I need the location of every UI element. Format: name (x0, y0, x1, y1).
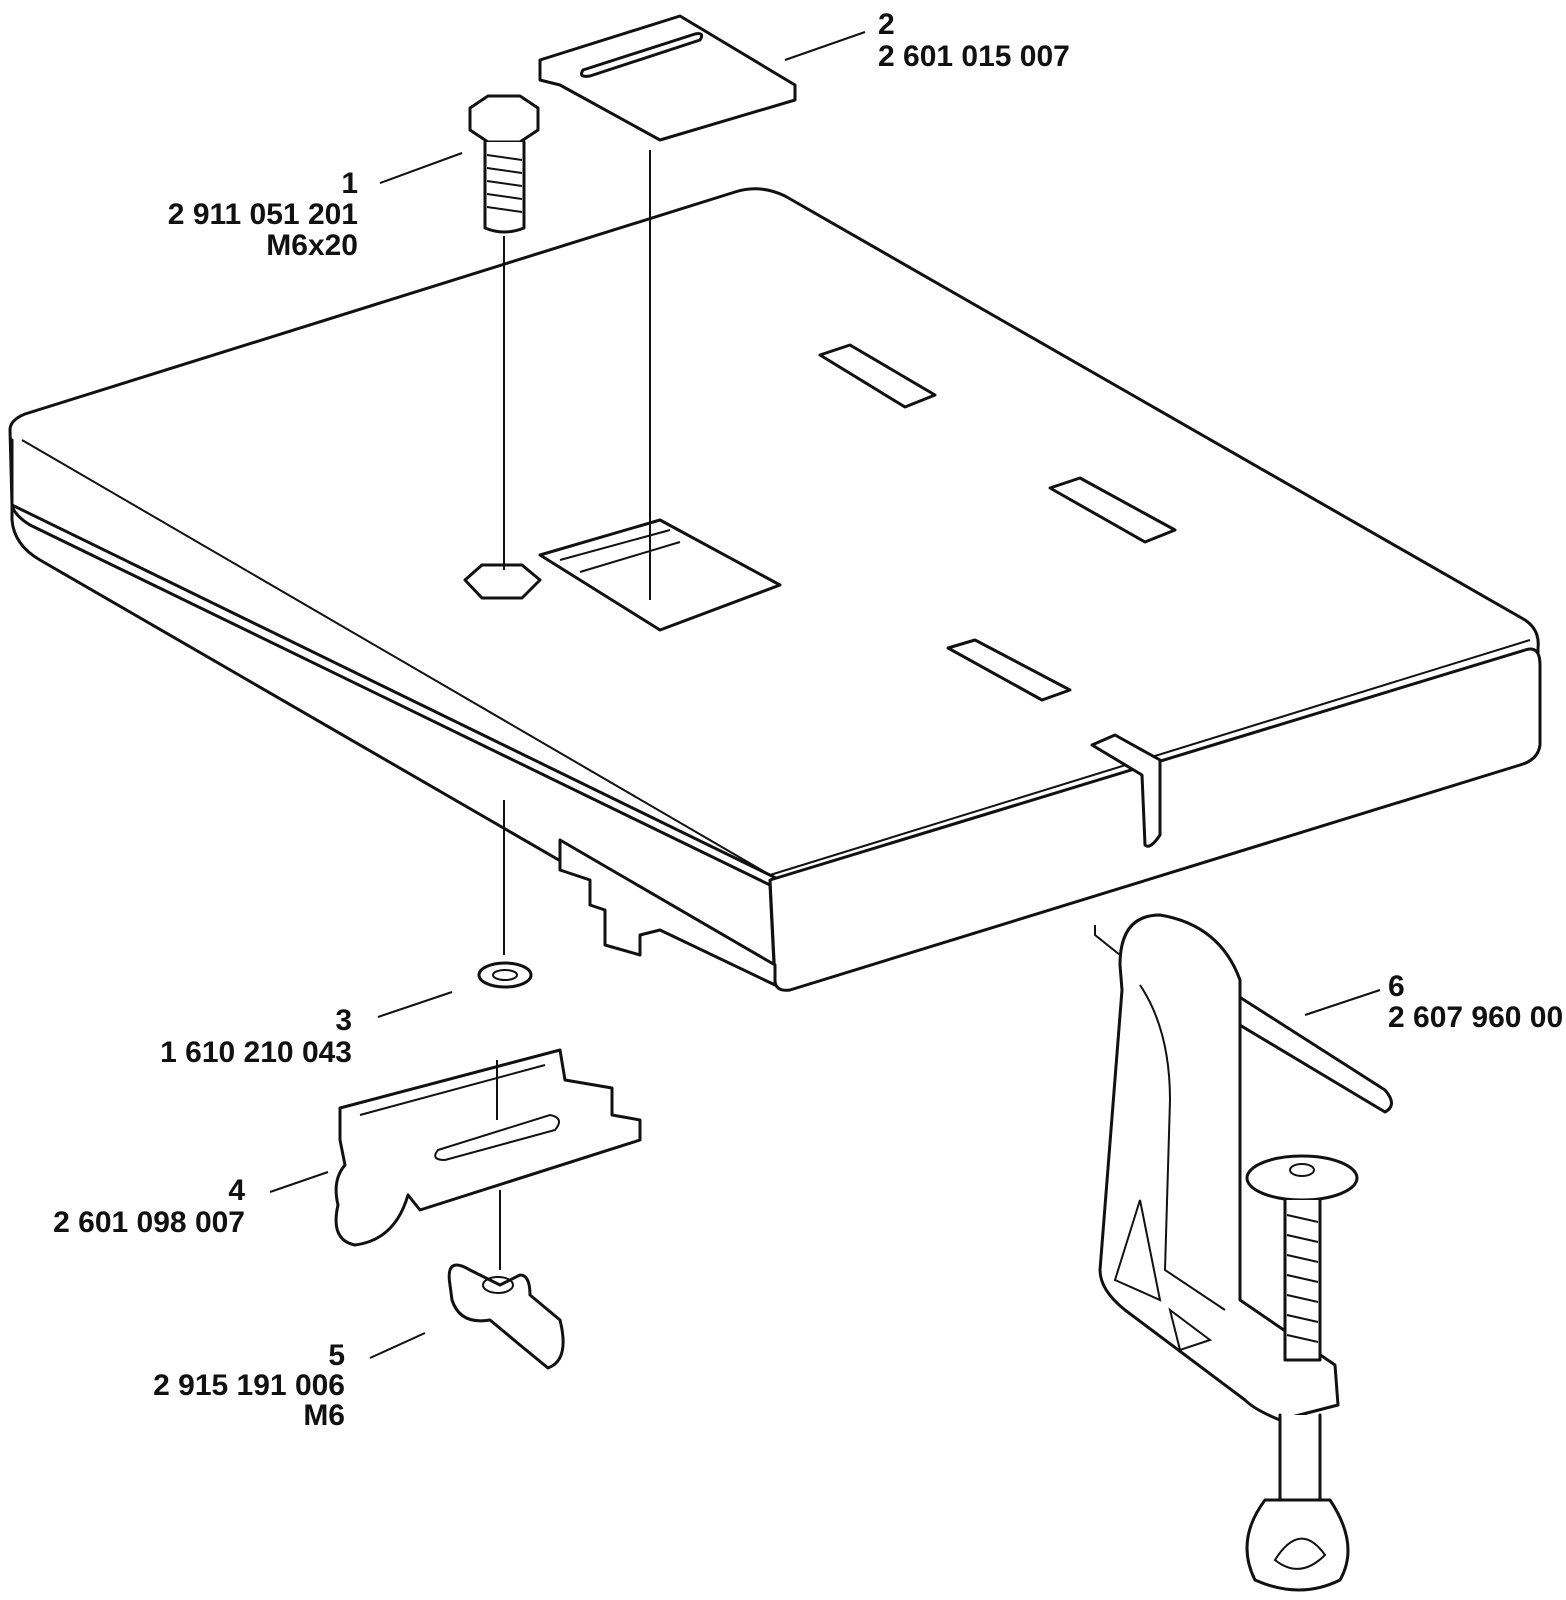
callout-5-number: 5 (328, 1339, 345, 1372)
callout-4-number: 4 (228, 1174, 245, 1207)
callout-4: 4 2 601 098 007 (53, 1174, 245, 1239)
c-clamp-part-6 (1094, 913, 1393, 1592)
callout-3-number: 3 (335, 1004, 352, 1037)
callout-2-number: 2 (878, 8, 895, 41)
table-plate (8, 187, 1542, 992)
callout-3-part-number: 1 610 210 043 (160, 1036, 352, 1069)
callout-5-part-number: 2 915 191 006 (153, 1369, 345, 1402)
bracket-part-4 (334, 1048, 642, 1270)
callout-6-part-number: 2 607 960 00 (1388, 1001, 1563, 1034)
callout-4-part-number: 2 601 098 007 (53, 1206, 245, 1239)
callout-5: 5 2 915 191 006 M6 (153, 1339, 345, 1432)
table-slots (463, 343, 1177, 848)
bolt-part-1 (468, 94, 540, 570)
callout-6: 6 2 607 960 00 (1388, 970, 1563, 1034)
callout-1-spec: M6x20 (266, 229, 358, 262)
washer-part-3 (477, 800, 533, 989)
callout-5-spec: M6 (303, 1399, 345, 1432)
callout-2: 2 2 601 015 007 (878, 8, 1070, 73)
callout-3: 3 1 610 210 043 (160, 1004, 352, 1069)
wing-nut-part-5 (447, 1263, 565, 1370)
callout-6-number: 6 (1388, 970, 1405, 1003)
insert-plate-part-2 (538, 14, 797, 600)
callout-1: 1 2 911 051 201 M6x20 (168, 167, 358, 262)
callout-1-part-number: 2 911 051 201 (168, 198, 358, 231)
callout-2-part-number: 2 601 015 007 (878, 40, 1070, 73)
leader-lines (269, 31, 1381, 1359)
callout-1-number: 1 (341, 167, 358, 200)
